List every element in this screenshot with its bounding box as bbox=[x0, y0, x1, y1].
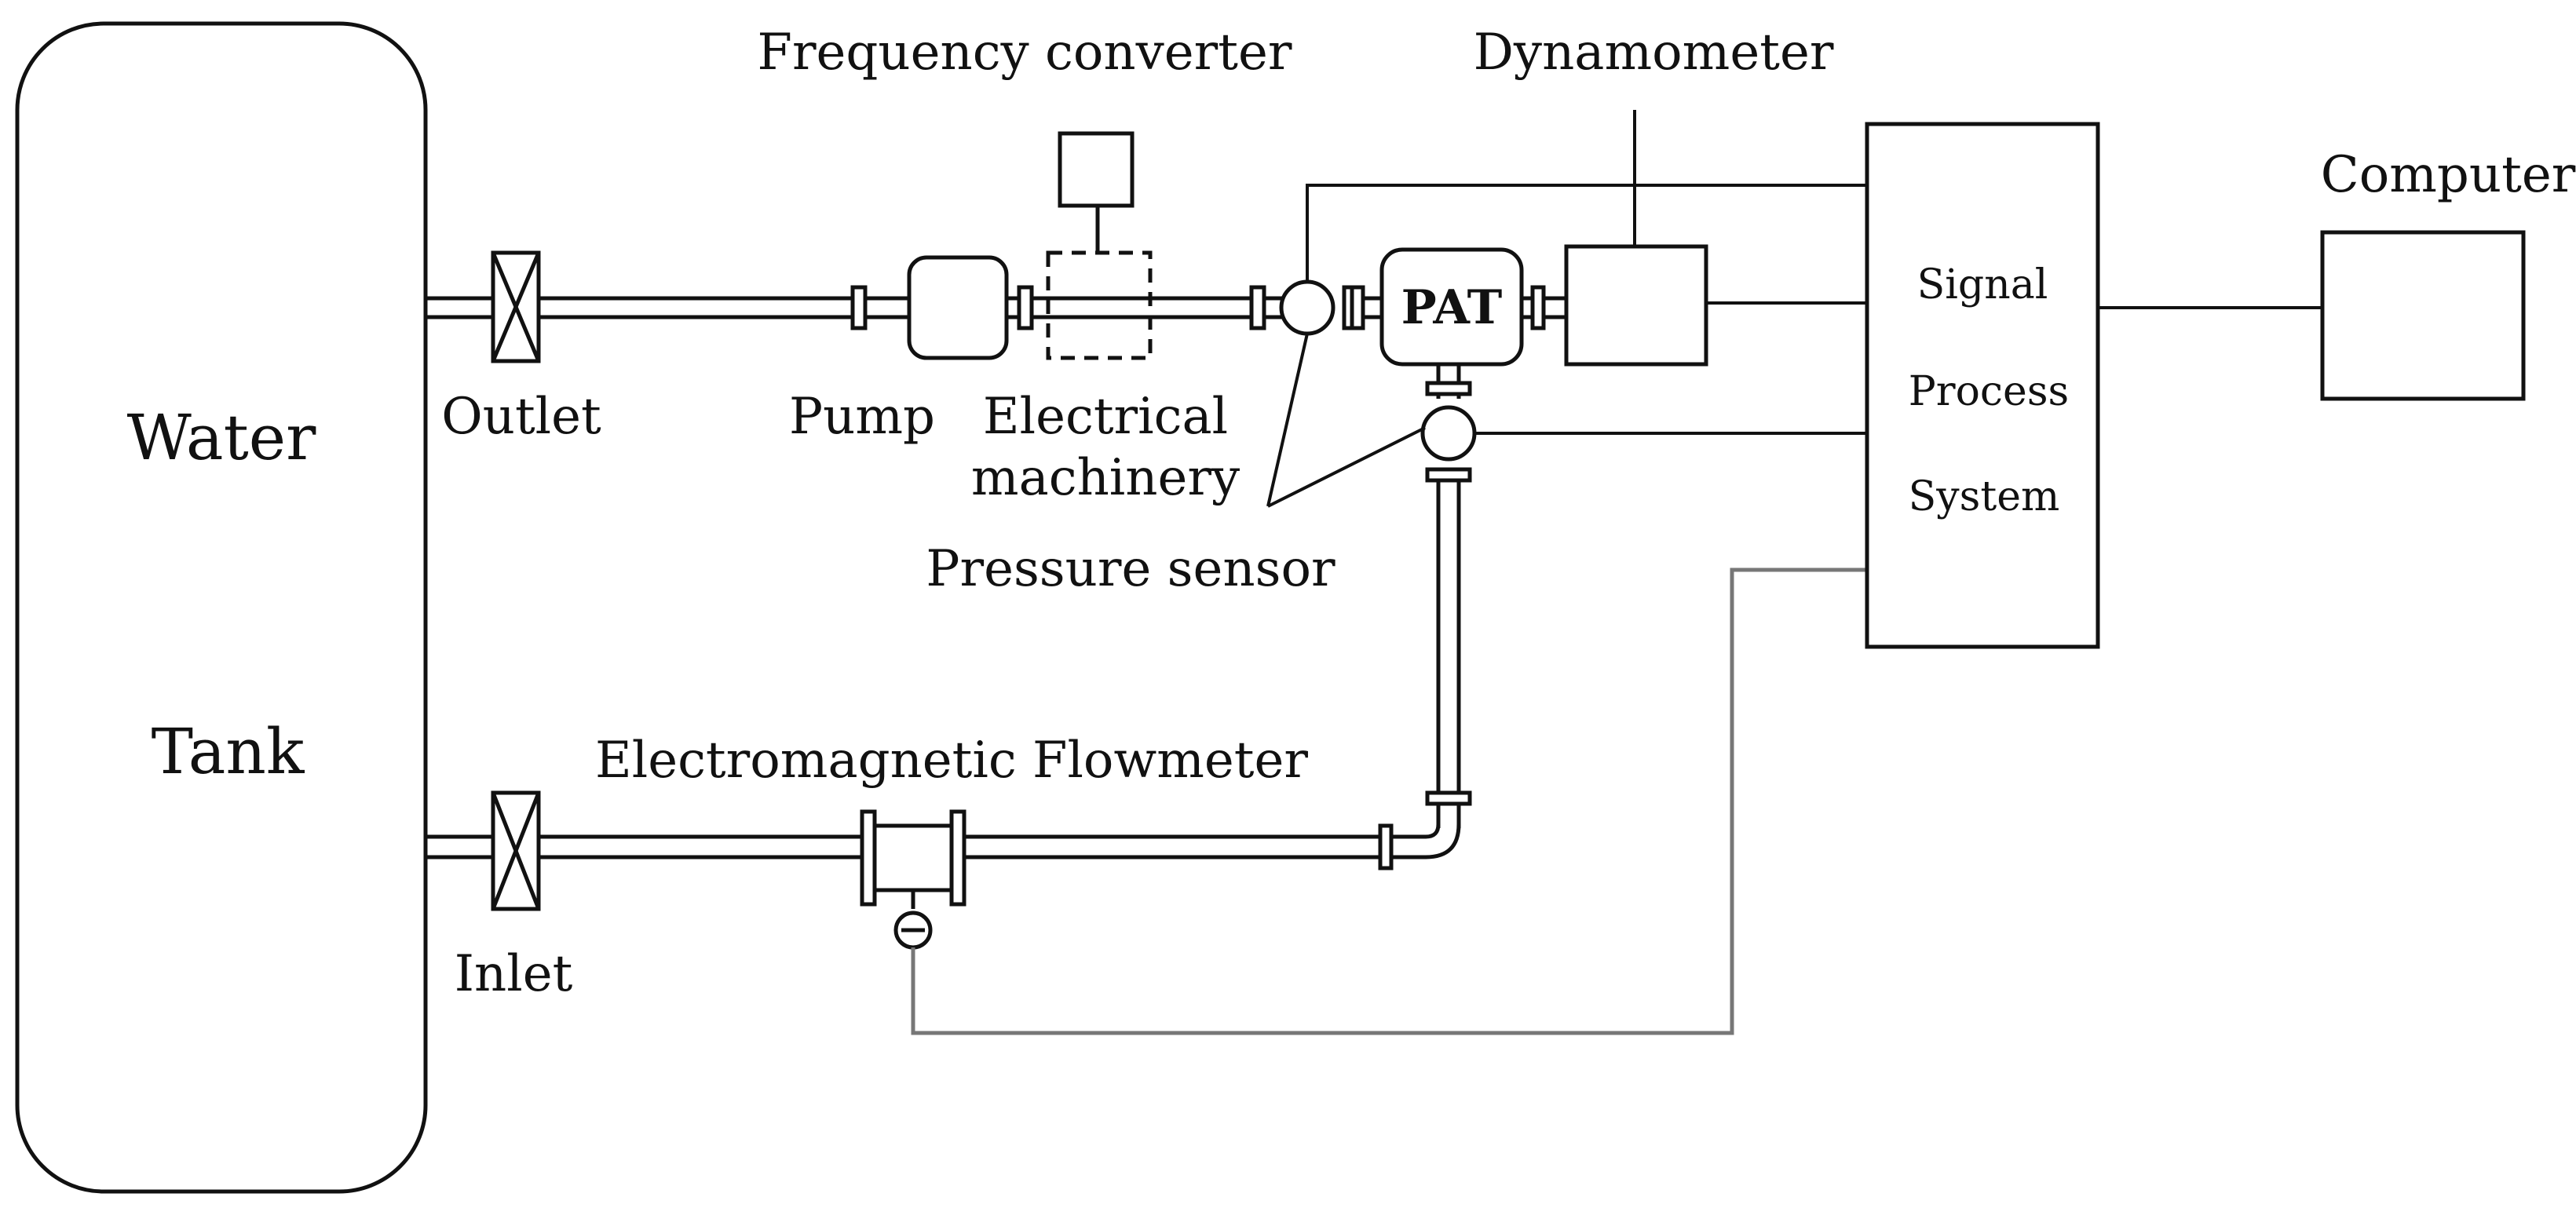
outlet-valve-icon bbox=[491, 250, 541, 363]
pat-label: PAT bbox=[1401, 280, 1503, 335]
frequency-converter-icon bbox=[1058, 131, 1135, 208]
dynamometer-icon bbox=[1564, 244, 1708, 367]
pipe-flange bbox=[850, 285, 868, 330]
pipe-flange bbox=[1378, 823, 1394, 870]
pressure-sensor-upstream-icon bbox=[1279, 279, 1336, 336]
pressure-sensor-leader-2 bbox=[1267, 426, 1426, 508]
electrical-machinery-label-2: machinery bbox=[971, 449, 1240, 507]
pressure-sensor-downstream-icon bbox=[1420, 405, 1477, 462]
computer-icon bbox=[2320, 230, 2526, 401]
pipe-flange bbox=[1425, 467, 1472, 483]
flowmeter-icon bbox=[860, 809, 966, 950]
pump-label: Pump bbox=[789, 388, 935, 446]
pipe-elbow-inner bbox=[1394, 804, 1441, 839]
sps-label-1: Signal bbox=[1917, 261, 2048, 308]
signal-wires bbox=[911, 184, 2322, 1035]
tank-label-tank: Tank bbox=[152, 715, 305, 788]
computer-label: Computer bbox=[2321, 146, 2576, 204]
outlet-label: Outlet bbox=[441, 388, 601, 446]
signal-process-system-box bbox=[1865, 122, 2100, 649]
inlet-label: Inlet bbox=[455, 945, 573, 1003]
pat-icon bbox=[1379, 247, 1524, 367]
pipe-flange bbox=[1425, 381, 1472, 396]
pipe-flange bbox=[1249, 285, 1266, 330]
flowmeter-label: Electromagnetic Flowmeter bbox=[595, 732, 1308, 790]
tank-label-water: Water bbox=[127, 401, 316, 474]
electrical-machinery-label-1: Electrical bbox=[983, 388, 1228, 446]
water-tank: Water Tank bbox=[15, 21, 428, 1194]
pipe-elbow bbox=[1394, 804, 1461, 859]
pipe-flange bbox=[1350, 285, 1365, 330]
sps-label-2: Process bbox=[1909, 368, 2069, 415]
pressure-sensor-label: Pressure sensor bbox=[926, 540, 1336, 598]
pipe-flange bbox=[1425, 790, 1472, 806]
pump-icon bbox=[907, 255, 1009, 360]
sps-label-3: System bbox=[1909, 473, 2060, 520]
frequency-converter-label: Frequency converter bbox=[758, 24, 1292, 82]
electrical-machinery-icon bbox=[1046, 250, 1153, 360]
pipe-flange bbox=[1530, 285, 1546, 330]
dynamometer-label: Dynamometer bbox=[1474, 24, 1834, 82]
inlet-valve-icon bbox=[491, 790, 541, 911]
pipe-flange bbox=[1017, 285, 1034, 330]
pressure-sensor-leader-1 bbox=[1266, 333, 1309, 507]
